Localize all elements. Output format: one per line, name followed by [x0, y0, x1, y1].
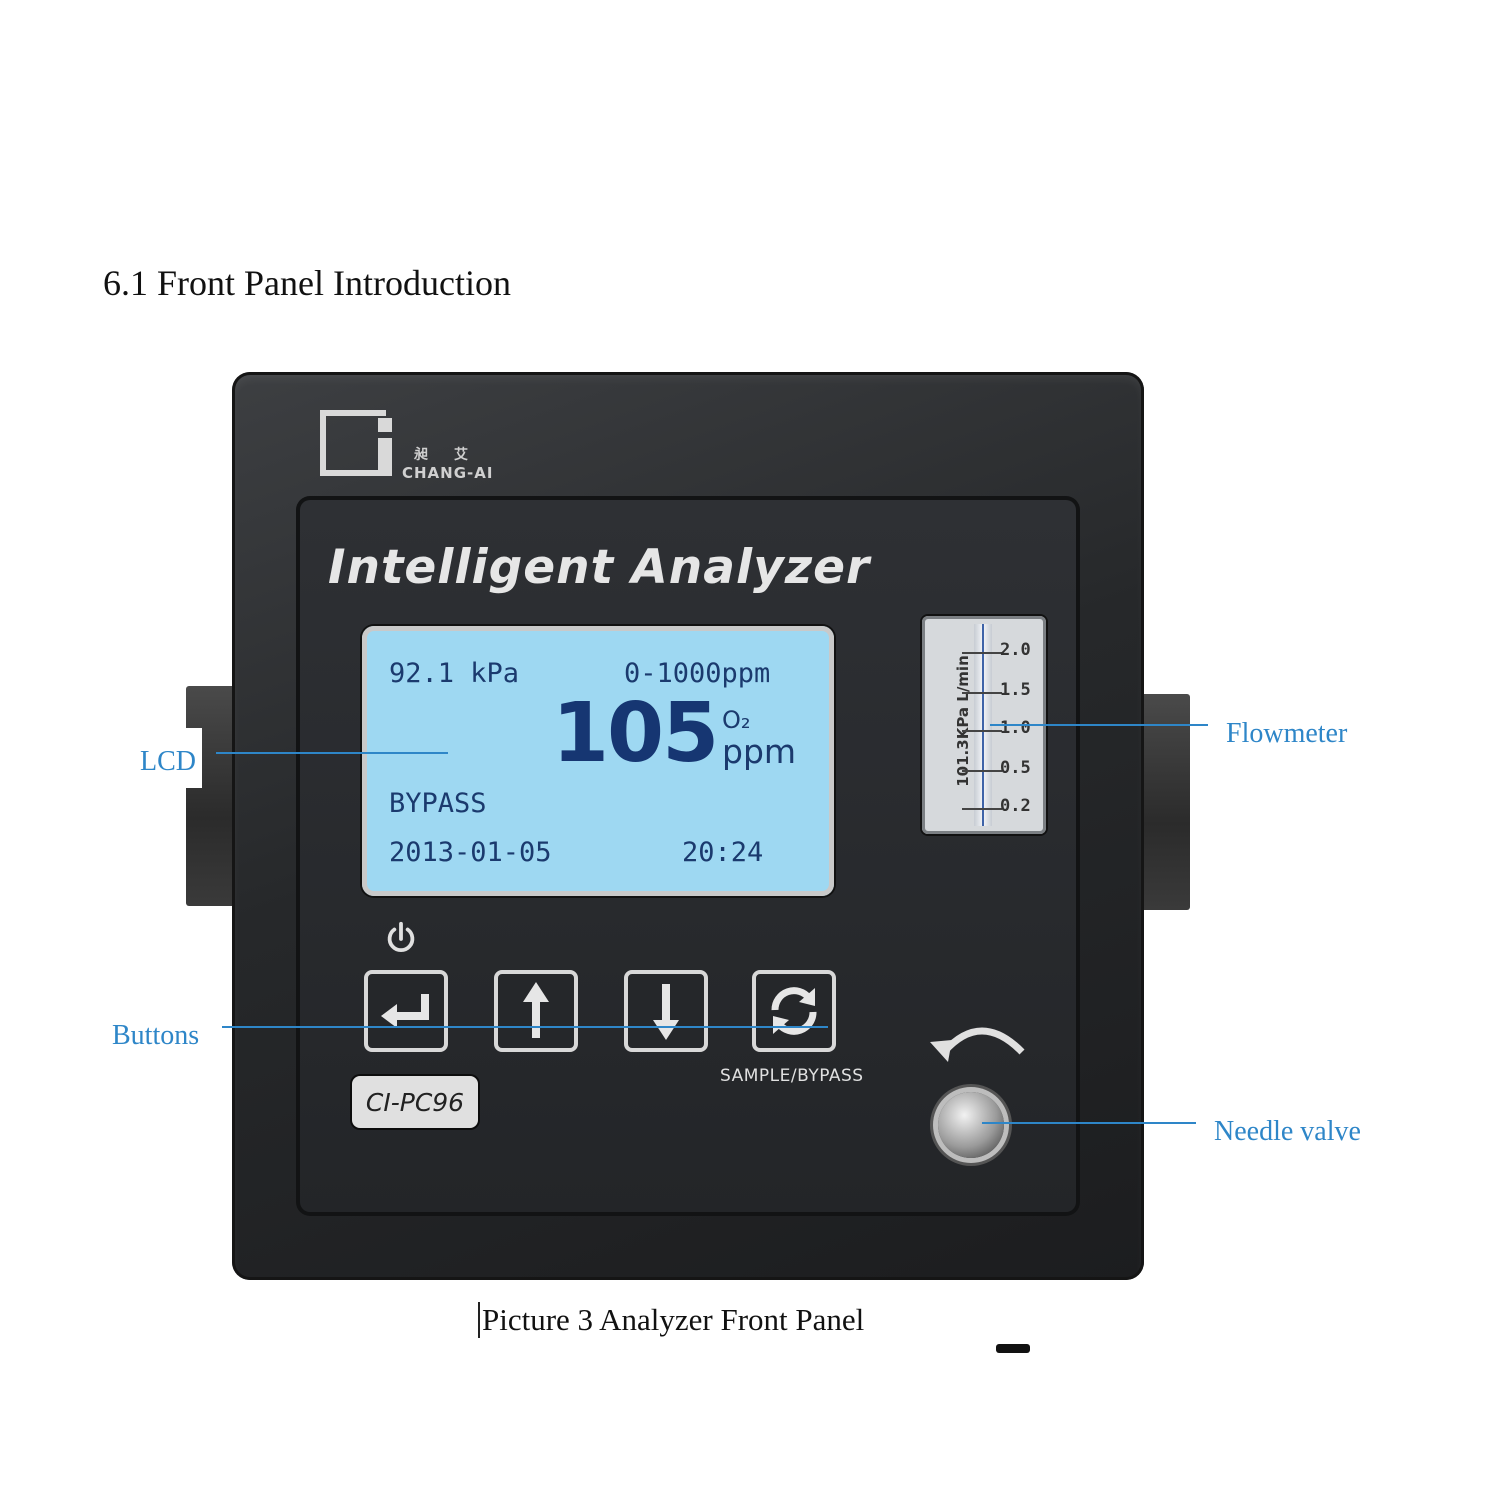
lcd-date: 2013-01-05 [389, 837, 552, 868]
down-button[interactable] [624, 970, 708, 1052]
lcd-display: 92.1 kPa 0-1000ppm 105 O₂ ppm BYPASS 201… [362, 626, 834, 896]
callout-flowmeter: Flowmeter [1226, 718, 1348, 749]
flowmeter-scale-label: 1.0 [1000, 718, 1031, 738]
flowmeter-tick [962, 692, 1002, 694]
flowmeter-scale-label: 2.0 [1000, 640, 1031, 660]
figure-caption: Picture 3 Analyzer Front Panel [478, 1302, 864, 1338]
flowmeter-tube [974, 624, 992, 826]
brand-chinese: 昶艾 [414, 447, 494, 463]
lcd-concentration-value: 105 [552, 686, 719, 781]
down-arrow-icon [653, 984, 679, 1040]
sample-bypass-label: SAMPLE/BYPASS [720, 1066, 864, 1086]
callout-lcd: LCD [140, 746, 196, 777]
flowmeter-tick [962, 808, 1002, 810]
callout-line-lcd [216, 752, 448, 754]
enter-button[interactable] [364, 970, 448, 1052]
flowmeter-label: 101.3KPa L/min [954, 655, 972, 787]
valve-direction-arrow-icon [930, 1027, 1025, 1062]
flowmeter-scale-label: 0.5 [1000, 758, 1031, 778]
sample-bypass-button[interactable] [752, 970, 836, 1052]
lcd-time: 20:24 [682, 837, 764, 868]
enter-arrow-icon [381, 994, 429, 1028]
needle-valve-knob[interactable] [938, 1092, 1004, 1158]
lcd-gas: O₂ [722, 706, 751, 734]
lcd-mode: BYPASS [389, 788, 487, 819]
flowmeter-tick [962, 730, 1002, 732]
cycle-icon [771, 987, 817, 1035]
power-icon [382, 920, 420, 958]
brand-name: CHANG-AI [402, 464, 494, 482]
section-title: 6.1 Front Panel Introduction [103, 263, 511, 303]
model-badge: CI-PC96 [352, 1076, 478, 1128]
callout-needle-valve: Needle valve [1214, 1116, 1361, 1147]
flowmeter-scale-label: 0.2 [1000, 796, 1031, 816]
lcd-unit: ppm [722, 732, 797, 771]
callout-line-needle-valve [982, 1122, 1196, 1124]
product-title: Intelligent Analyzer [328, 540, 871, 595]
callout-line-buttons [222, 1026, 828, 1028]
bracket-notch [186, 728, 202, 788]
flowmeter-tick [962, 652, 1002, 654]
up-arrow-icon [523, 982, 549, 1038]
lcd-range: 0-1000ppm [624, 658, 771, 689]
analyzer-front-panel: 昶艾 CHANG-AI Intelligent Analyzer 92.1 kP… [232, 372, 1144, 1353]
lcd-pressure: 92.1 kPa [389, 658, 520, 689]
callout-buttons: Buttons [112, 1020, 200, 1051]
panel-face: Intelligent Analyzer 92.1 kPa 0-1000ppm … [296, 496, 1080, 1353]
panel-slot [996, 1344, 1030, 1353]
flowmeter-scale-label: 1.5 [1000, 680, 1031, 700]
callout-line-flowmeter [990, 724, 1208, 726]
flowmeter-tick [962, 770, 1002, 772]
chang-ai-logo-icon [320, 410, 392, 476]
up-button[interactable] [494, 970, 578, 1052]
